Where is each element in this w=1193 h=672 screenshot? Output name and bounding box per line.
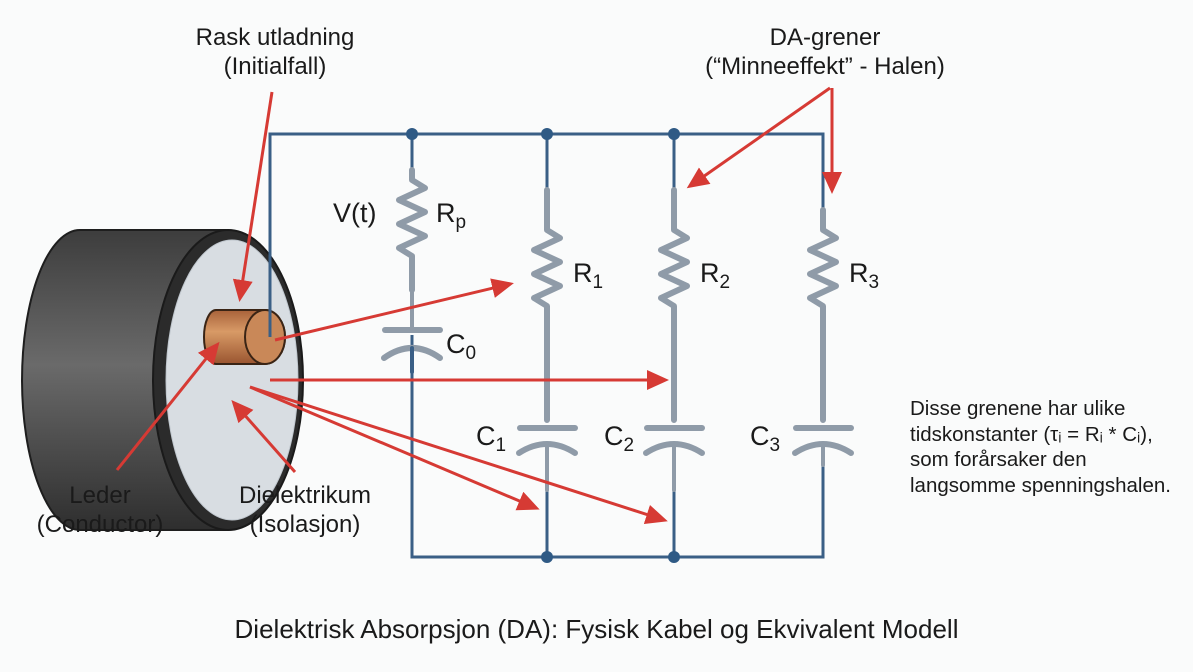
label-conductor-line1: Leder — [69, 482, 131, 509]
arrow-fast-discharge — [232, 91, 274, 302]
resistor-r3 — [807, 207, 839, 423]
arrow-core-to-r1 — [274, 278, 514, 342]
junction-dot — [668, 128, 680, 140]
figure-title: Dielektrisk Absorpsjon (DA): Fysisk Kabe… — [234, 614, 959, 644]
label-conductor: Leder (Conductor) — [10, 482, 190, 540]
label-conductor-line2: (Conductor) — [36, 510, 164, 538]
label-da-branches-line2: (“Minneeffekt” - Halen) — [705, 52, 945, 80]
junction-dots — [406, 128, 680, 563]
label-voltage: V(t) — [333, 198, 377, 228]
label-da-branches: DA-grener (“Minneeffekt” - Halen) — [660, 24, 990, 82]
junction-dot — [541, 551, 553, 563]
note-time-constants: Disse grenene har ulike tidskonstanter (… — [910, 397, 1171, 497]
arrow-conductor-label — [115, 341, 220, 471]
arrow-dielectric-to-c1 — [249, 385, 540, 511]
label-c1: C1 — [476, 421, 507, 456]
label-r2: R2 — [700, 258, 731, 293]
label-r1: R1 — [573, 258, 604, 293]
junction-dot — [406, 128, 418, 140]
capacitor-c3 — [792, 425, 854, 467]
capacitor-c2 — [643, 425, 705, 492]
junction-dot — [668, 551, 680, 563]
junction-dot — [541, 128, 553, 140]
resistor-r2 — [658, 187, 690, 423]
arrow-da-to-r2 — [686, 86, 831, 189]
label-c2: C2 — [604, 421, 635, 456]
label-fast-discharge-line1: Rask utladning — [195, 24, 355, 51]
label-c3: C3 — [750, 421, 781, 456]
resistor-rp — [396, 167, 428, 293]
label-fast-discharge: Rask utladning (Initialfall) — [150, 24, 400, 82]
resistor-r1 — [531, 187, 563, 423]
label-dielectric: Dielektrikum (Isolasjon) — [200, 482, 410, 540]
label-rp: Rp — [436, 198, 467, 233]
arrow-dielectric-label — [231, 400, 297, 473]
label-da-branches-line1: DA-grener — [769, 24, 881, 51]
cable-illustration — [21, 229, 304, 531]
label-c0: C0 — [446, 329, 477, 364]
capacitor-c0 — [381, 288, 443, 374]
label-dielectric-line2: (Isolasjon) — [249, 510, 361, 538]
label-fast-discharge-line2: (Initialfall) — [223, 52, 327, 80]
conductor-core — [203, 309, 286, 365]
label-r3: R3 — [849, 258, 880, 293]
annotation-arrows — [115, 86, 842, 525]
label-dielectric-line1: Dielektrikum — [238, 482, 372, 509]
capacitor-c1 — [516, 425, 578, 492]
arrow-dielectric-to-c2 — [249, 385, 668, 525]
